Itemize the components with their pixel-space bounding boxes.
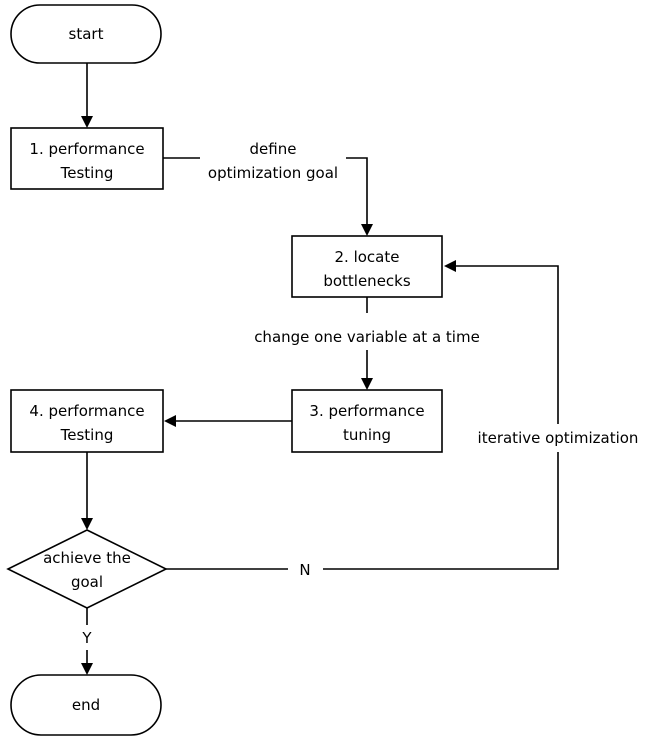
edge-no-loop: [323, 452, 559, 570]
edge-label-to-step2: [346, 157, 368, 225]
end-terminal: [10, 674, 162, 736]
step2-text-line2: bottlenecks: [323, 272, 411, 290]
decision-text-line1: achieve the: [43, 549, 131, 567]
step4-box: [10, 389, 164, 453]
define-goal-label: define optimization goal: [198, 137, 348, 185]
arrowhead-end: [81, 663, 93, 675]
iterative-label: iterative optimization: [468, 426, 648, 450]
step2-label: 2. locate bottlenecks: [292, 245, 442, 293]
step2-box: [291, 235, 443, 298]
arrowhead-step4: [164, 415, 176, 427]
iterative-text: iterative optimization: [477, 429, 639, 447]
decision-diamond: [6, 529, 168, 609]
step3-text-line2: tuning: [342, 426, 392, 444]
decision-text-line2: goal: [70, 573, 104, 591]
yes-text: Y: [82, 629, 92, 647]
step4-text-line1: 4. performance: [29, 402, 145, 420]
step3-label: 3. performance tuning: [292, 399, 442, 447]
start-text: start: [68, 25, 104, 43]
start-label: start: [11, 22, 161, 46]
no-label: N: [290, 558, 320, 582]
step3-text-line1: 3. performance: [309, 402, 425, 420]
arrowhead-decision: [81, 518, 93, 530]
step1-box: [10, 127, 164, 190]
step1-label: 1. performance Testing: [11, 137, 163, 185]
change-variable-text: change one variable at a time: [254, 328, 480, 346]
end-label: end: [11, 693, 161, 717]
arrowhead-loop-step2: [444, 260, 456, 272]
step2-text-line1: 2. locate: [334, 248, 400, 266]
edge-loop-to-step2: [455, 265, 559, 424]
step3-box: [291, 389, 443, 453]
yes-label: Y: [72, 626, 102, 650]
change-variable-label: change one variable at a time: [237, 325, 497, 349]
define-goal-line2: optimization goal: [207, 164, 339, 182]
define-goal-line1: define: [249, 140, 297, 158]
arrowhead-step2: [361, 224, 373, 236]
no-text: N: [299, 561, 311, 579]
step4-text-line2: Testing: [60, 426, 114, 444]
start-terminal: [10, 4, 162, 64]
decision-label: achieve the goal: [17, 546, 157, 594]
arrowhead-step1: [81, 116, 93, 128]
step1-text-line2: Testing: [60, 164, 114, 182]
arrowhead-step3: [361, 378, 373, 390]
end-text: end: [71, 696, 101, 714]
step1-text-line1: 1. performance: [29, 140, 145, 158]
step4-label: 4. performance Testing: [11, 399, 163, 447]
